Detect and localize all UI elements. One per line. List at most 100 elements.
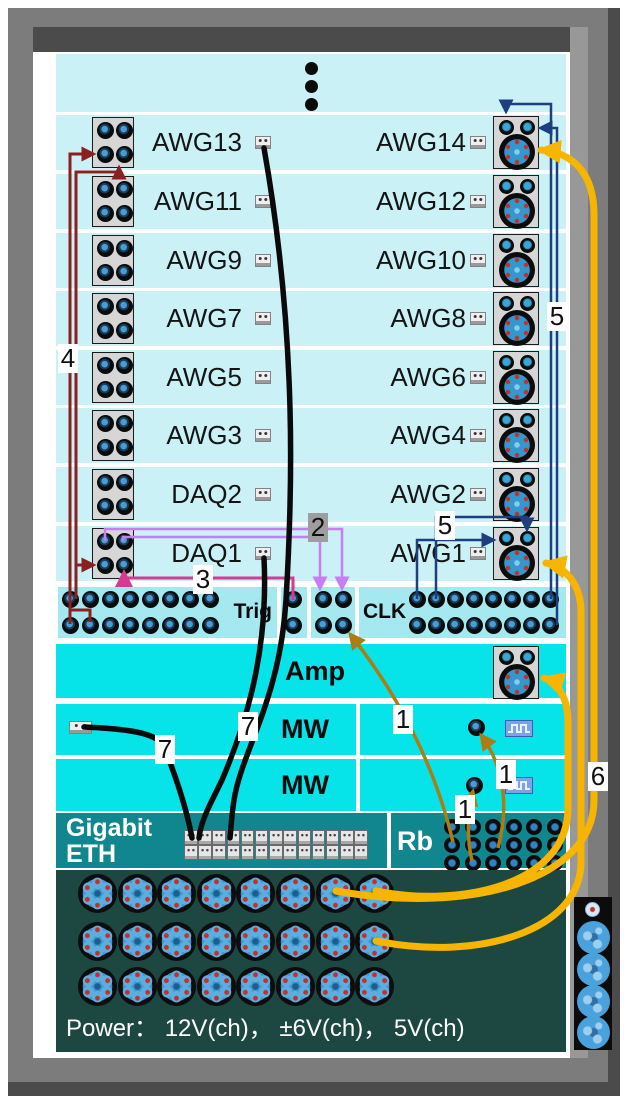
rb-connector: [485, 837, 501, 853]
round-connector: [576, 921, 610, 954]
micro-connector-icon: [69, 721, 92, 734]
amp-label: Amp: [285, 656, 345, 686]
power-connector: [196, 874, 236, 913]
ethernet-port: [184, 830, 198, 845]
ethernet-port: [212, 830, 226, 845]
ethernet-port: [226, 830, 241, 845]
power-connector: [196, 922, 236, 961]
power-connector: [315, 967, 355, 1006]
amp-connector-module: [493, 646, 539, 700]
cable-label-2: 2: [308, 513, 328, 542]
ethernet-port: [240, 845, 255, 860]
rack-row: AWG11 AWG12: [56, 174, 566, 229]
ethernet-port-strip: [184, 830, 368, 860]
trig-connector: [122, 617, 139, 634]
rb-connector: [546, 819, 563, 835]
power-connector: [355, 967, 395, 1006]
rb-clock-panel: Rb: [391, 813, 566, 871]
trig-connector: [142, 591, 159, 608]
right-module-connectors: [493, 234, 539, 288]
micro-connector-icon: [255, 488, 271, 501]
power-connector: [157, 874, 197, 913]
module-label: AWG4: [390, 420, 466, 450]
clk-connector: [315, 617, 332, 634]
rack-row: AWG7 AWG8: [56, 291, 566, 346]
rb-connector: [444, 837, 460, 853]
micro-connector-icon: [470, 195, 486, 208]
trig-connector: [162, 591, 179, 608]
cable-label-1: 1: [455, 795, 475, 824]
ethernet-port: [184, 845, 198, 860]
clk-connector: [542, 591, 559, 608]
clk-connector: [485, 591, 502, 608]
ethernet-port: [269, 830, 283, 845]
module-label: AWG9: [166, 245, 242, 275]
clk-connector: [428, 591, 445, 608]
micro-connector-icon: [470, 547, 486, 560]
vertical-ellipsis-icon: [305, 62, 318, 75]
rb-connector: [546, 855, 563, 871]
ethernet-port: [354, 845, 368, 860]
right-module-connectors: [493, 175, 539, 229]
rack-row: AWG3 AWG4: [56, 408, 566, 463]
power-label: Power： 12V(ch)， ±6V(ch)， 5V(ch): [66, 1015, 465, 1042]
cable-label-7: 7: [238, 712, 258, 741]
mw1-panel-left: MW: [56, 704, 356, 755]
cable-label-1: 1: [496, 760, 516, 789]
module-label: AWG3: [166, 420, 242, 450]
micro-connector-icon: [470, 136, 486, 149]
power-connector: [236, 922, 276, 961]
module-label: AWG14: [375, 127, 466, 157]
rb-connector: [505, 837, 522, 853]
module-label: AWG13: [151, 127, 242, 157]
cable-label-3: 3: [193, 565, 213, 594]
ethernet-port: [297, 845, 311, 860]
micro-connector-icon: [470, 254, 486, 267]
ethernet-port: [212, 845, 226, 860]
micro-connector-icon: [255, 312, 271, 325]
side-connector-strip: [574, 897, 612, 1050]
round-multipin-connector: [499, 134, 535, 170]
clk-connector: [315, 591, 332, 608]
clk-connector: [504, 617, 521, 634]
micro-connector-icon: [470, 488, 486, 501]
clk-connector: [409, 591, 426, 608]
waveform-icon: [505, 720, 533, 737]
round-connector: [576, 953, 610, 986]
rb-connector: [526, 837, 542, 853]
cable-label-1: 1: [393, 705, 413, 734]
vertical-ellipsis-icon: [305, 98, 318, 111]
micro-connector-icon: [255, 429, 271, 442]
connector-pin: [97, 146, 114, 163]
clk-connector: [542, 617, 559, 634]
micro-connector-icon: [255, 371, 271, 384]
mw-input-connector: [468, 719, 485, 736]
ethernet-port: [254, 830, 269, 845]
rb-connector: [464, 855, 481, 871]
trig-distribution-panel: Trig: [58, 587, 277, 638]
module-label: DAQ2: [171, 479, 242, 509]
connector-pin: [97, 122, 114, 139]
amp-row: Amp: [56, 644, 566, 700]
mw1-panel-right: [360, 704, 566, 755]
rb-connector: [485, 855, 501, 871]
clk-connector: [335, 617, 352, 634]
trig-connector: [142, 617, 159, 634]
ethernet-port: [325, 830, 340, 845]
micro-connector-icon: [255, 195, 271, 208]
continuation-row: [56, 54, 566, 112]
right-module-connectors: [493, 351, 539, 405]
trig-label: Trig: [233, 600, 272, 623]
trig-connector: [162, 617, 179, 634]
rb-connector: [526, 819, 542, 835]
power-connector: [236, 967, 276, 1006]
rb-connector-grid: [444, 819, 563, 871]
round-multipin-connector: [499, 193, 535, 229]
round-multipin-connector: [499, 252, 535, 288]
clk-connector: [466, 617, 483, 634]
micro-connector-icon: [470, 429, 486, 442]
power-connector: [117, 922, 157, 961]
cable-label-4: 4: [58, 344, 78, 373]
ethernet-port: [354, 830, 368, 845]
